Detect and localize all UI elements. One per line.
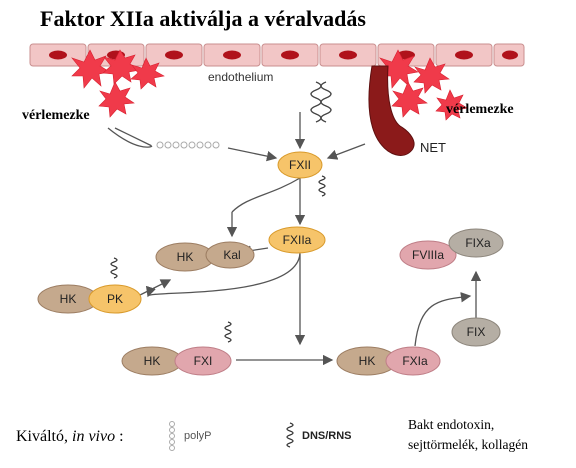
hk-fxi-hk-label: HK <box>144 354 161 368</box>
platelet-label-right: vérlemezke <box>446 102 514 117</box>
fix-label: FIX <box>467 325 486 339</box>
hk-pk-hk-label: HK <box>60 292 77 306</box>
coil-decor <box>110 175 326 343</box>
fviiia-fixa-complex <box>399 228 504 270</box>
fxi-label: FXI <box>194 354 213 368</box>
pk-label: PK <box>107 292 123 306</box>
dns-rns-helix-top <box>310 81 332 123</box>
endothelium-label: endothelium <box>208 70 274 84</box>
fxiia-label: FXIIa <box>283 233 312 247</box>
hk-kal-hk-label: HK <box>177 250 194 264</box>
fxia-label: FXIa <box>402 354 428 368</box>
platelet-cluster-left <box>71 49 165 118</box>
dns-rns-legend-label: DNS/RNS <box>302 430 352 442</box>
fixa-label: FIXa <box>465 236 491 250</box>
fxii-node <box>277 151 323 179</box>
fxii-label: FXII <box>289 158 311 172</box>
polyp-legend-icon <box>169 421 175 451</box>
legend-note-line2: sejttörmelék, kollagén <box>408 437 528 452</box>
platelet-cluster-right <box>379 49 468 121</box>
fxiia-node <box>268 226 326 254</box>
legend-caption-suffix: : <box>115 428 124 445</box>
legend-caption-italic: in vivo <box>72 428 116 445</box>
net-label: NET <box>420 140 446 155</box>
arrows <box>107 112 482 366</box>
hk-pk-complex <box>37 284 142 314</box>
platelet-label-left: vérlemezke <box>22 108 90 123</box>
hk-fxi-complex <box>121 346 232 376</box>
polyp-legend-label: polyP <box>184 430 212 442</box>
fix-node <box>451 317 501 347</box>
legend-note-line1: Bakt endotoxin, <box>408 417 495 432</box>
hk-fxia-complex <box>336 346 441 376</box>
hk-kal-complex <box>155 241 255 272</box>
legend-note: Bakt endotoxin, sejttörmelék, kollagén <box>408 415 576 455</box>
polyp-chain <box>156 141 220 149</box>
endothelium-row <box>29 43 525 67</box>
legend-caption: Kiváltó, in vivo : <box>16 428 124 446</box>
net-structure <box>368 65 415 156</box>
dns-rns-legend-icon <box>286 422 294 448</box>
page-title: Faktor XIIa aktiválja a véralvadás <box>40 6 366 31</box>
legend-caption-prefix: Kiváltó, <box>16 428 72 445</box>
hk-fxia-hk-label: HK <box>359 354 376 368</box>
fviiia-label: FVIIIa <box>412 248 444 262</box>
kal-label: Kal <box>223 248 240 262</box>
